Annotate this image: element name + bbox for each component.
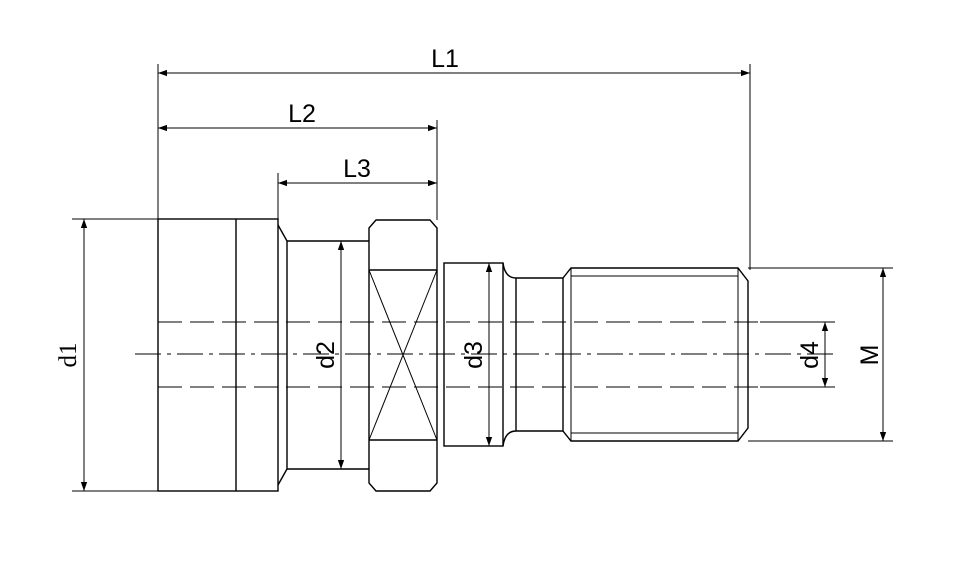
label-d1: d1 bbox=[55, 343, 82, 368]
label-d2: d2 bbox=[312, 341, 340, 369]
label-L3: L3 bbox=[343, 155, 371, 183]
label-L1: L1 bbox=[431, 45, 459, 73]
extension-lines bbox=[72, 64, 893, 492]
flange-body bbox=[157, 218, 279, 492]
thread-outline bbox=[562, 267, 749, 442]
part-outline bbox=[157, 218, 749, 492]
hex-body bbox=[368, 219, 438, 492]
dimension-labels: L1 L2 L3 d1 d2 d3 d4 M bbox=[55, 45, 884, 369]
hex-flat-cross-2 bbox=[368, 269, 438, 441]
label-d4: d4 bbox=[796, 341, 824, 369]
dimension-lines bbox=[80, 69, 887, 491]
label-M: M bbox=[856, 345, 884, 366]
hidden-lines bbox=[135, 321, 835, 388]
label-L2: L2 bbox=[288, 100, 316, 128]
label-d3: d3 bbox=[460, 341, 488, 369]
